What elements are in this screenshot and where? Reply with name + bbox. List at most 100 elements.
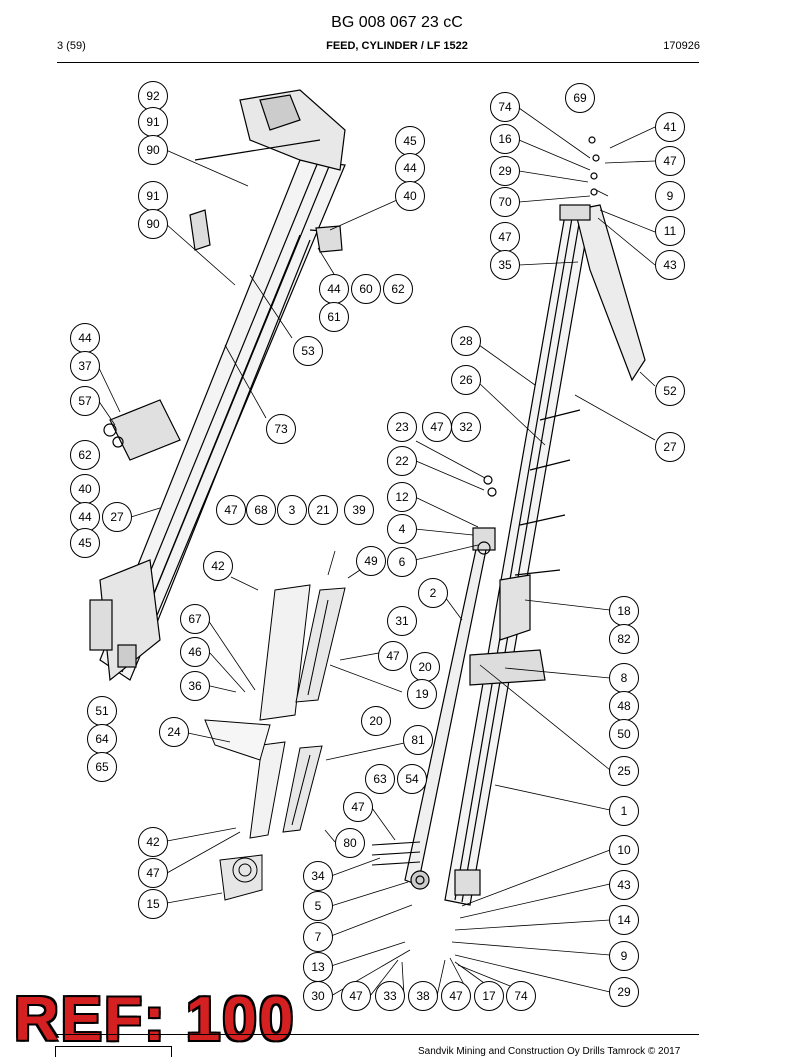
callout: 74 xyxy=(490,92,520,122)
callout: 28 xyxy=(451,326,481,356)
callout: 12 xyxy=(387,482,417,512)
callout: 47 xyxy=(378,641,408,671)
callout: 51 xyxy=(87,696,117,726)
callout: 57 xyxy=(70,386,100,416)
callout: 1 xyxy=(609,796,639,826)
section-title: FEED, CYLINDER / LF 1522 xyxy=(326,40,468,52)
callout: 52 xyxy=(655,376,685,406)
callout: 39 xyxy=(344,495,374,525)
callout: 14 xyxy=(609,905,639,935)
callout: 16 xyxy=(490,124,520,154)
callout: 49 xyxy=(356,546,386,576)
callout: 5 xyxy=(303,891,333,921)
callout: 6 xyxy=(387,547,417,577)
callout: 44 xyxy=(319,274,349,304)
callout: 62 xyxy=(70,440,100,470)
callout: 54 xyxy=(397,764,427,794)
callout: 47 xyxy=(343,792,373,822)
callout: 36 xyxy=(180,671,210,701)
callout: 15 xyxy=(138,889,168,919)
callout: 60 xyxy=(351,274,381,304)
callout: 35 xyxy=(490,250,520,280)
callout: 81 xyxy=(403,725,433,755)
leader-lines xyxy=(97,107,656,997)
reference-stamp: REF: 100 xyxy=(14,985,296,1054)
callout: 18 xyxy=(609,596,639,626)
document-title: BG 008 067 23 cC xyxy=(331,14,463,31)
callout: 7 xyxy=(303,922,333,952)
callout: 2 xyxy=(418,578,448,608)
callout: 11 xyxy=(655,216,685,246)
callout: 23 xyxy=(387,412,417,442)
callout: 82 xyxy=(609,624,639,654)
callout: 44 xyxy=(70,502,100,532)
callout: 31 xyxy=(387,606,417,636)
feed-cylinder xyxy=(404,475,497,890)
callout: 63 xyxy=(365,764,395,794)
callout: 29 xyxy=(609,977,639,1007)
callout: 10 xyxy=(609,835,639,865)
header-rule xyxy=(57,62,699,63)
callout: 42 xyxy=(203,551,233,581)
callout: 45 xyxy=(395,126,425,156)
footer-rule xyxy=(57,1034,699,1035)
callout: 13 xyxy=(303,952,333,982)
callout: 74 xyxy=(506,981,536,1011)
callout: 33 xyxy=(375,981,405,1011)
callout: 3 xyxy=(277,495,307,525)
callout: 17 xyxy=(474,981,504,1011)
callout: 9 xyxy=(655,181,685,211)
callout: 27 xyxy=(102,502,132,532)
callout: 4 xyxy=(387,514,417,544)
callout: 47 xyxy=(341,981,371,1011)
callout: 22 xyxy=(387,446,417,476)
callout: 91 xyxy=(138,107,168,137)
callout: 41 xyxy=(655,112,685,142)
callout: 40 xyxy=(70,474,100,504)
callout: 21 xyxy=(308,495,338,525)
callout: 67 xyxy=(180,604,210,634)
callout: 90 xyxy=(138,209,168,239)
callout: 20 xyxy=(410,652,440,682)
callout: 9 xyxy=(609,941,639,971)
date-code: 170926 xyxy=(663,40,700,52)
callout: 19 xyxy=(407,679,437,709)
right-feed-beam xyxy=(444,136,646,906)
copyright-footer: Sandvik Mining and Construction Oy Drill… xyxy=(418,1046,681,1057)
callout: 64 xyxy=(87,724,117,754)
left-feed-beam xyxy=(89,89,346,682)
callout: 68 xyxy=(246,495,276,525)
callout: 47 xyxy=(655,146,685,176)
callout: 43 xyxy=(655,250,685,280)
callout: 25 xyxy=(609,756,639,786)
callout: 47 xyxy=(216,495,246,525)
callout: 70 xyxy=(490,187,520,217)
callout: 65 xyxy=(87,752,117,782)
callout: 40 xyxy=(395,181,425,211)
callout: 48 xyxy=(609,691,639,721)
callout: 42 xyxy=(138,827,168,857)
callout: 73 xyxy=(266,414,296,444)
callout: 47 xyxy=(138,858,168,888)
brand-logo xyxy=(55,1046,172,1057)
callout: 30 xyxy=(303,981,333,1011)
callout: 29 xyxy=(490,156,520,186)
callout: 50 xyxy=(609,719,639,749)
page-number: 3 (59) xyxy=(57,40,86,52)
callout: 27 xyxy=(655,432,685,462)
callout: 91 xyxy=(138,181,168,211)
callout: 80 xyxy=(335,828,365,858)
callout: 62 xyxy=(383,274,413,304)
callout: 61 xyxy=(319,302,349,332)
callout: 47 xyxy=(490,222,520,252)
callout: 20 xyxy=(361,706,391,736)
callout: 32 xyxy=(451,412,481,442)
callout: 47 xyxy=(441,981,471,1011)
callout: 43 xyxy=(609,870,639,900)
callout: 38 xyxy=(408,981,438,1011)
callout: 90 xyxy=(138,135,168,165)
callout: 47 xyxy=(422,412,452,442)
callout: 8 xyxy=(609,663,639,693)
callout: 92 xyxy=(138,81,168,111)
callout: 44 xyxy=(395,153,425,183)
